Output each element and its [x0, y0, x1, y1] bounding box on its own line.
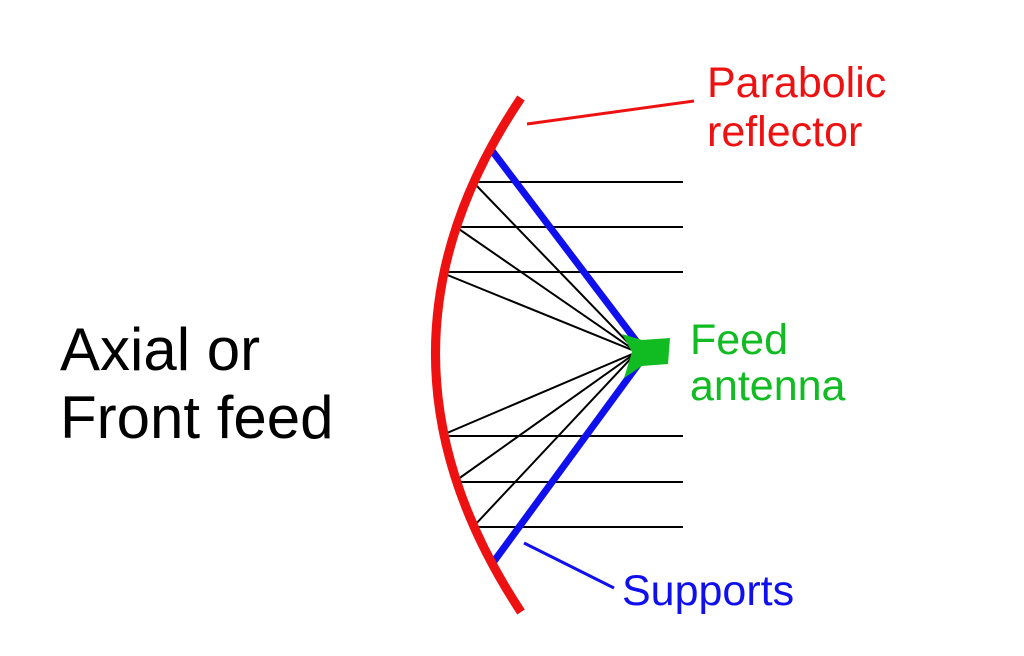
supports-label: Supports: [622, 567, 794, 615]
reflector-label-line-1: Parabolic: [707, 59, 886, 107]
feed-label-line-1: Feed: [690, 316, 788, 364]
support-upper: [487, 145, 643, 349]
reflected-ray-5: [453, 351, 638, 483]
supports-group: [487, 145, 643, 567]
title-line-1: Axial or: [60, 316, 260, 383]
reflected-ray-1: [472, 181, 638, 353]
reflector-label-line-2: reflector: [707, 108, 862, 156]
support-lower: [489, 359, 643, 567]
reflected-ray-4: [439, 351, 638, 437]
reflected-ray-6: [472, 351, 638, 528]
title-line-2: Front feed: [60, 384, 334, 451]
reflected-ray-3: [439, 271, 638, 353]
supports-leader-line: [523, 541, 615, 590]
feed-antenna-horn: [622, 334, 670, 378]
parabolic-reflector: [431, 95, 525, 615]
rays-group: [439, 181, 683, 528]
feed-label-line-2: antenna: [690, 362, 846, 410]
reflector-leader-line: [526, 99, 695, 126]
reflected-ray-2: [455, 226, 638, 353]
